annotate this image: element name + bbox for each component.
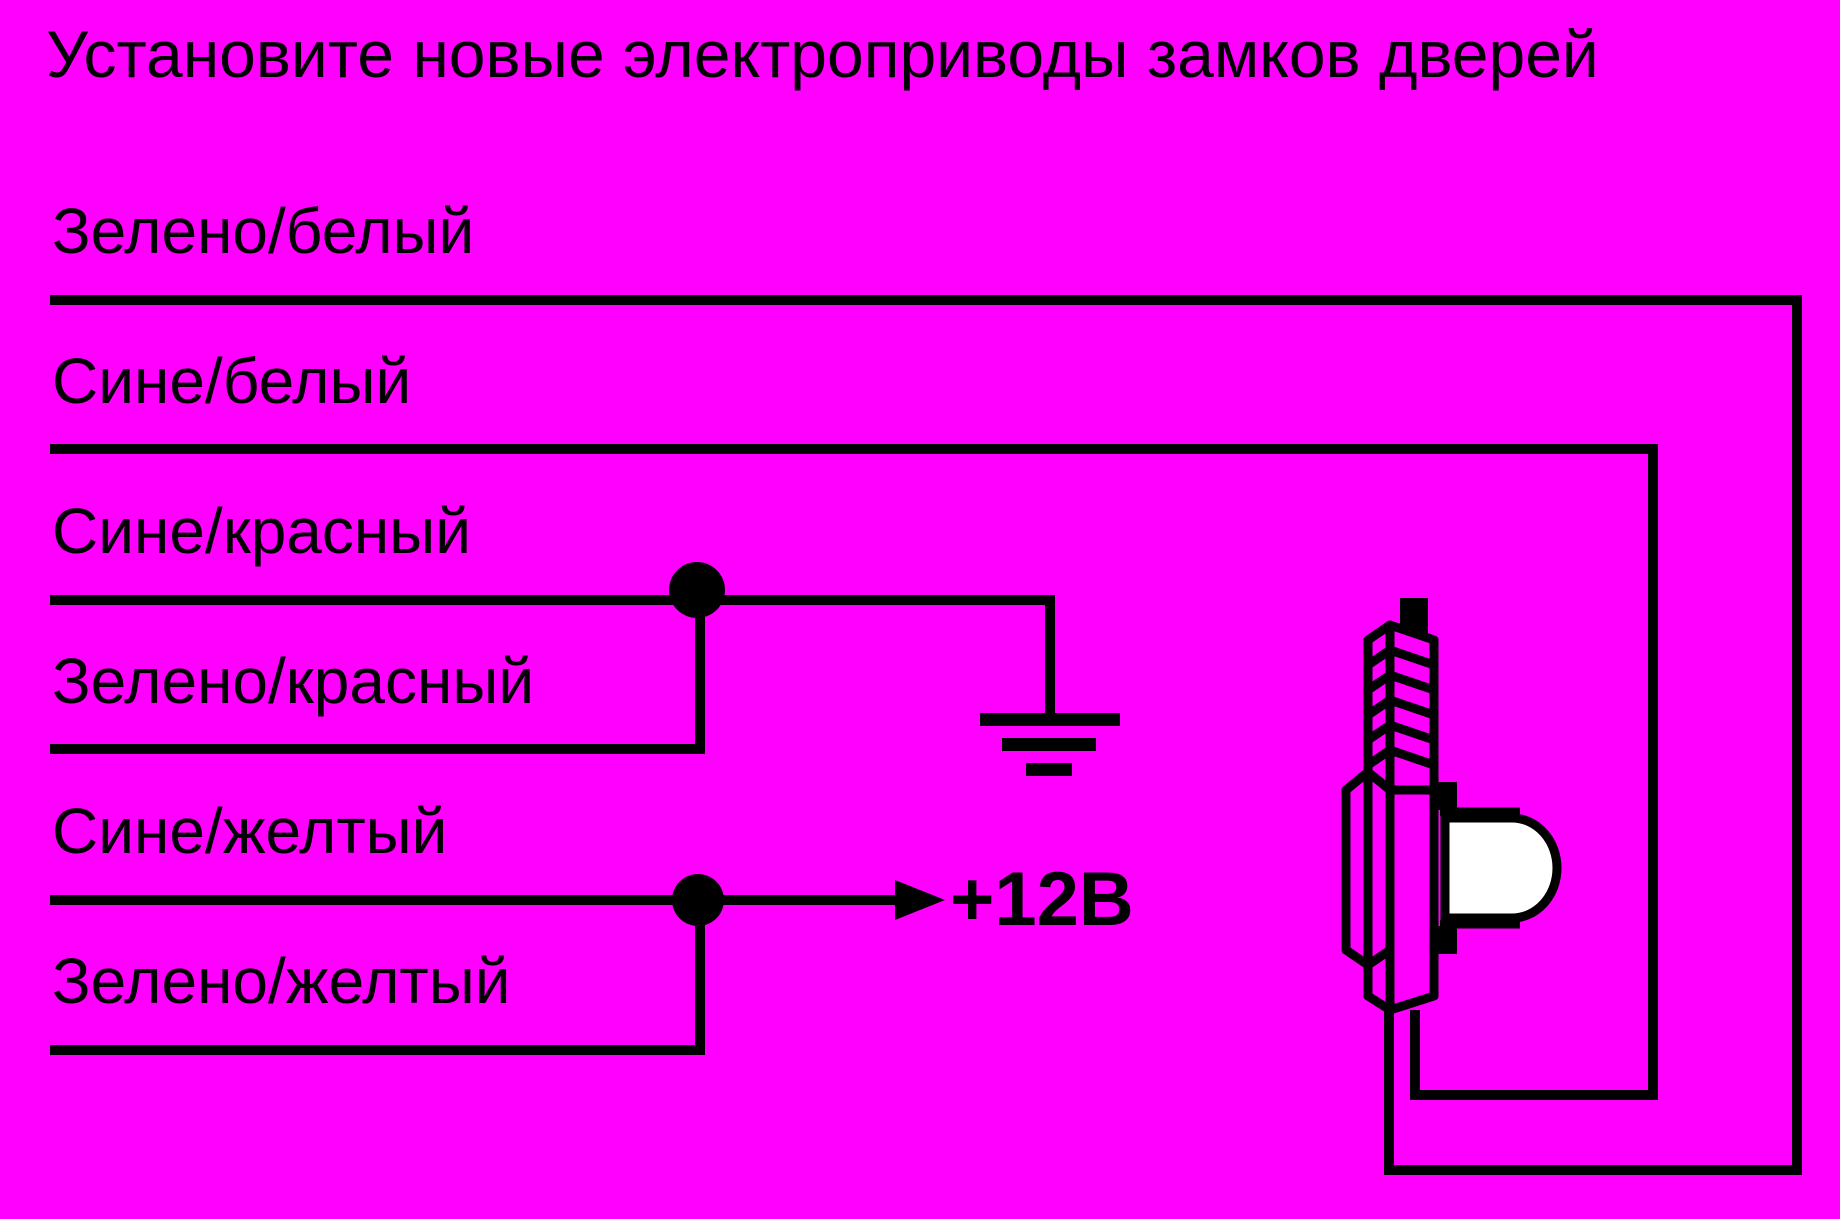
wire-label-green-yellow: Зелено/желтый — [52, 945, 511, 1017]
wire-blue-white — [50, 444, 1658, 1100]
diagram-title: Установите новые электроприводы замков д… — [46, 17, 1599, 91]
wire-green-white — [50, 295, 1802, 1175]
wire-blue-red — [50, 595, 1055, 718]
door-lock-actuator-icon — [1341, 598, 1562, 1015]
wire-label-green-white: Зелено/белый — [52, 195, 475, 267]
wire-label-blue-red: Сине/красный — [52, 495, 471, 567]
junction-dot-icon — [669, 562, 725, 618]
wire-green-yellow — [50, 900, 705, 1055]
wire-label-blue-yellow: Сине/желтый — [52, 795, 448, 867]
wire-green-red — [50, 600, 705, 754]
arrow-icon — [895, 880, 945, 920]
wire-label-green-red: Зелено/красный — [52, 645, 535, 717]
wire-label-blue-white: Сине/белый — [52, 345, 412, 417]
power-label: +12В — [950, 857, 1134, 942]
junction-dot-icon — [672, 874, 724, 926]
ground-icon — [980, 713, 1120, 776]
